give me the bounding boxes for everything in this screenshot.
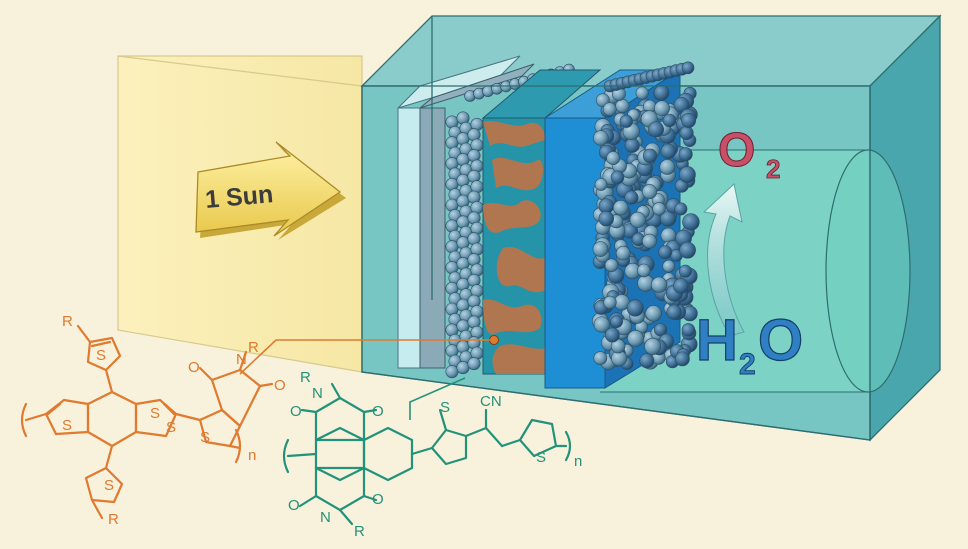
svg-text:R: R	[354, 523, 365, 540]
nanoparticle-icon	[680, 242, 696, 258]
nanoparticle-icon	[595, 178, 607, 190]
nanoparticle-icon	[675, 203, 687, 215]
nanoparticle-icon	[605, 328, 619, 342]
nanoparticle-icon	[593, 242, 608, 257]
svg-text:R: R	[248, 339, 259, 356]
nanoparticle-icon	[599, 211, 614, 226]
nanoparticle-icon	[663, 114, 676, 127]
svg-text:O: O	[274, 377, 286, 394]
nanoparticle-icon	[679, 166, 695, 182]
nanoparticle-icon	[468, 357, 480, 369]
svg-text:S: S	[166, 419, 176, 436]
nanoparticle-icon	[625, 138, 639, 152]
svg-text:S: S	[150, 405, 160, 422]
nanoparticle-icon	[653, 202, 666, 215]
nanoparticle-icon	[611, 171, 624, 184]
nanoparticle-icon	[682, 323, 695, 336]
nanoparticle-icon	[673, 279, 688, 294]
svg-text:O: O	[288, 497, 300, 514]
nanoparticle-icon	[654, 101, 669, 116]
nanoparticle-icon	[658, 246, 671, 259]
svg-text:S: S	[62, 417, 72, 434]
svg-text:R: R	[62, 313, 73, 330]
nanoparticle-icon	[457, 361, 469, 373]
nanoparticle-icon	[679, 148, 692, 161]
svg-text:N: N	[312, 385, 323, 402]
nanoparticle-icon	[607, 151, 620, 164]
nanoparticle-icon	[661, 144, 676, 159]
nanoparticle-icon	[611, 316, 623, 328]
svg-text:S: S	[96, 347, 106, 364]
nanoparticle-icon	[636, 87, 648, 99]
nanoparticle-icon	[683, 214, 700, 231]
svg-text:O: O	[718, 124, 755, 177]
nanoparticle-icon	[640, 354, 654, 368]
svg-text:n: n	[248, 447, 256, 464]
nanoparticle-icon	[644, 338, 660, 354]
nanoparticle-icon	[681, 113, 695, 127]
svg-text:S: S	[200, 429, 210, 446]
nanoparticle-icon	[604, 296, 617, 309]
nanoparticle-icon	[651, 277, 667, 293]
svg-text:n: n	[574, 453, 582, 470]
svg-text:S: S	[440, 399, 450, 416]
svg-text:O: O	[188, 359, 200, 376]
nanoparticle-icon	[680, 126, 693, 139]
nanoparticle-icon	[642, 234, 656, 248]
nanoparticle-icon	[679, 265, 691, 277]
nanoparticle-icon	[663, 260, 675, 272]
svg-text:S: S	[536, 449, 546, 466]
nanoparticle-icon	[620, 115, 633, 128]
nanoparticle-icon	[625, 191, 638, 204]
svg-text:2: 2	[739, 348, 756, 381]
nanoparticle-icon	[630, 212, 646, 228]
nanoparticle-icon	[594, 352, 607, 365]
nanoparticle-icon	[616, 246, 630, 260]
nanoparticle-icon	[446, 365, 458, 377]
nanoparticle-icon	[603, 103, 616, 116]
nanoparticle-icon	[646, 306, 662, 322]
nanoparticle-icon	[643, 149, 657, 163]
nanoparticle-icon	[627, 330, 643, 346]
svg-text:O: O	[758, 308, 803, 373]
nanoparticle-icon	[648, 122, 663, 137]
nanoparticle-icon	[675, 352, 689, 366]
svg-text:2: 2	[766, 154, 780, 184]
svg-text:O: O	[372, 491, 384, 508]
svg-text:R: R	[300, 369, 311, 386]
nanoparticle-icon	[637, 264, 650, 277]
nanoparticle-icon	[654, 85, 669, 100]
svg-text:R: R	[108, 511, 119, 528]
svg-text:H: H	[696, 308, 738, 373]
svg-text:S: S	[104, 477, 114, 494]
nanoparticle-icon	[605, 259, 618, 272]
nanoparticle-icon	[627, 300, 643, 316]
svg-text:O: O	[372, 403, 384, 420]
nanoparticle-icon	[682, 62, 694, 74]
nanoparticle-icon	[593, 131, 608, 146]
svg-text:N: N	[320, 509, 331, 526]
sun-label: 1 Sun	[204, 180, 274, 214]
nanoparticle-icon	[642, 184, 656, 198]
svg-text:N: N	[236, 351, 247, 368]
nanoparticle-icon	[667, 305, 682, 320]
svg-text:CN: CN	[480, 393, 502, 410]
nanoparticle-icon	[660, 159, 675, 174]
svg-text:O: O	[290, 403, 302, 420]
nanoparticle-icon	[613, 200, 628, 215]
